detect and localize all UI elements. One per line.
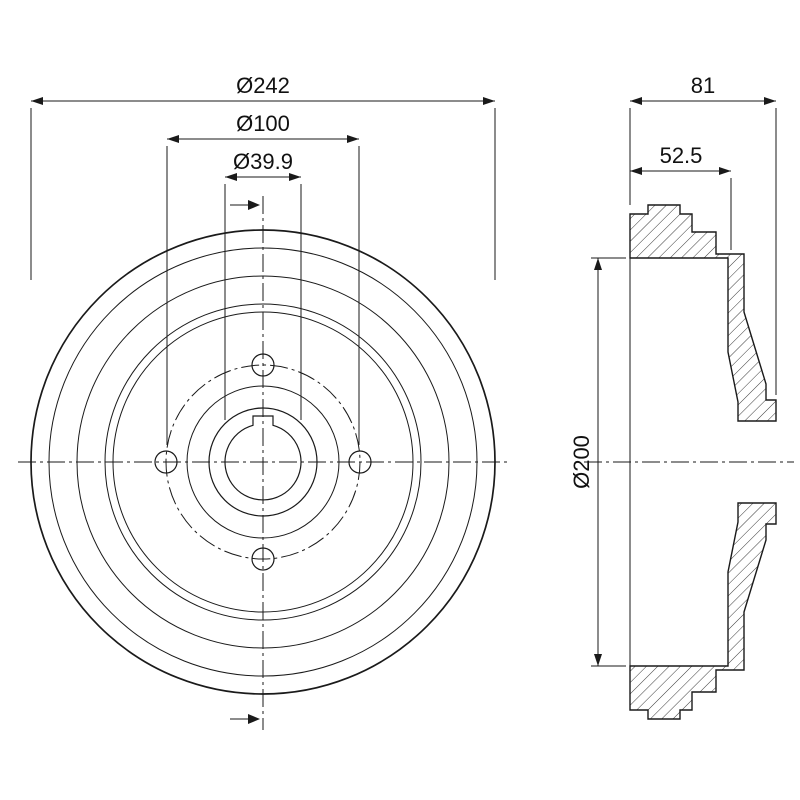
bolt-hole-right bbox=[348, 450, 372, 474]
section-arrow-top bbox=[230, 200, 260, 210]
dimension-overall-width: 81 bbox=[629, 73, 777, 395]
section-lower-half bbox=[629, 502, 777, 720]
bolt-hole-left bbox=[154, 450, 178, 474]
dim-label-bore: Ø39.9 bbox=[233, 149, 293, 174]
section-arrow-bottom bbox=[230, 714, 260, 724]
front-view: Ø242 Ø100 Ø39.9 bbox=[18, 73, 508, 730]
drum-outer-circle bbox=[30, 229, 496, 695]
dim-label-drum-depth: 52.5 bbox=[660, 143, 703, 168]
drum-circle-3 bbox=[76, 275, 450, 649]
hub-face-circle bbox=[186, 385, 340, 539]
dimension-drum-depth: 52.5 bbox=[630, 143, 732, 250]
dim-label-bolt-circle: Ø100 bbox=[236, 111, 290, 136]
bore-with-keyway bbox=[224, 415, 302, 501]
dim-label-overall-width: 81 bbox=[691, 73, 715, 98]
dimension-bolt-circle: Ø100 bbox=[166, 111, 360, 445]
section-upper-half bbox=[629, 204, 777, 422]
drum-circle-4 bbox=[104, 303, 422, 621]
bolt-circle bbox=[165, 364, 361, 560]
drum-circle-5 bbox=[112, 311, 414, 613]
dim-label-inner-diameter: Ø200 bbox=[569, 435, 594, 489]
drum-circle-2 bbox=[48, 247, 478, 677]
dimension-bore: Ø39.9 bbox=[224, 149, 302, 420]
dim-label-outer-diameter: Ø242 bbox=[236, 73, 290, 98]
side-view: 81 52.5 Ø200 bbox=[569, 73, 794, 720]
bolt-hole-top bbox=[251, 353, 275, 377]
hub-outer-circle bbox=[208, 407, 318, 517]
dimension-inner-diameter: Ø200 bbox=[569, 257, 626, 667]
bolt-hole-bottom bbox=[251, 547, 275, 571]
dimension-outer-diameter: Ø242 bbox=[30, 73, 496, 280]
